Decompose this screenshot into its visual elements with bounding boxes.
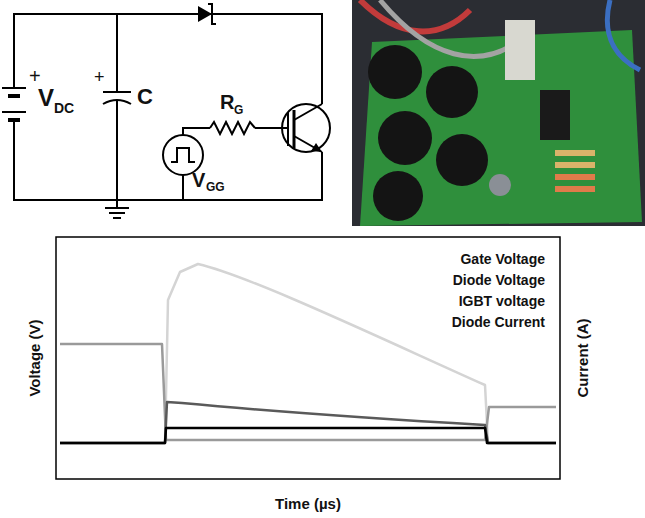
igbt-emitter (294, 136, 322, 152)
diode-symbol (198, 6, 212, 22)
legend-entry: Diode Current (452, 315, 545, 329)
ground-symbol (113, 217, 121, 219)
wire (116, 14, 118, 92)
polarity-mark: + (94, 68, 105, 86)
connector (505, 20, 535, 80)
capacitor-can (436, 134, 488, 186)
axis-title: Voltage (V) (27, 319, 42, 396)
igbt-bar (293, 110, 296, 148)
ground-symbol (109, 212, 125, 214)
resistor-part (555, 186, 595, 192)
resistor-part (555, 174, 595, 180)
subscript: G (234, 104, 243, 116)
diode-voltage-trace (60, 402, 556, 443)
legend-entry: Gate Voltage (460, 252, 545, 266)
diode-current-trace (60, 264, 556, 443)
wire (182, 175, 184, 200)
legend-entry: Diode Voltage (453, 273, 545, 287)
gate-voltage-trace (60, 428, 556, 443)
bnc-connector (489, 174, 511, 196)
resistor-part (555, 162, 595, 168)
probe-cable (607, 0, 640, 70)
axis-title: Current (A) (575, 318, 590, 397)
wire (14, 120, 322, 200)
plot-frame (56, 237, 560, 479)
subscript: DC (54, 101, 74, 115)
wire (183, 128, 210, 135)
igbt-symbol (282, 104, 330, 152)
probe-cable (360, 0, 470, 31)
battery-plate (8, 94, 20, 98)
capacitor-plate (103, 91, 131, 93)
polarity-mark: + (29, 66, 41, 86)
pulse-symbol (171, 148, 195, 162)
source-name: V (38, 86, 54, 110)
ground-symbol (116, 200, 118, 208)
igbt-gate (287, 112, 289, 146)
pulse-source (163, 135, 203, 175)
battery-plate (2, 87, 26, 89)
wire (116, 100, 118, 200)
subscript: GG (206, 181, 225, 193)
axis-title: Time (µs) (275, 496, 341, 511)
emitter-arrow (311, 143, 322, 152)
capacitor-plate (103, 100, 131, 104)
wire (14, 14, 322, 104)
igbt-collector (294, 104, 322, 120)
circuit-board (360, 30, 642, 226)
capacitor-can (426, 66, 478, 118)
photo-background (352, 0, 645, 226)
capacitor-can (378, 111, 432, 165)
resistor-symbol (210, 122, 255, 134)
diode-bar (208, 4, 216, 24)
connector (540, 90, 570, 140)
battery-plate (8, 118, 20, 122)
resistor-part (555, 150, 595, 156)
resistor-name: R (220, 92, 234, 112)
capacitor-name: C (137, 86, 153, 108)
source-name: V (192, 170, 205, 190)
battery-plate (2, 111, 26, 113)
legend-entry: IGBT voltage (459, 294, 545, 308)
wire (255, 127, 288, 129)
capacitor-can (373, 171, 423, 221)
capacitor-can (368, 45, 422, 99)
ground-symbol (105, 207, 129, 209)
